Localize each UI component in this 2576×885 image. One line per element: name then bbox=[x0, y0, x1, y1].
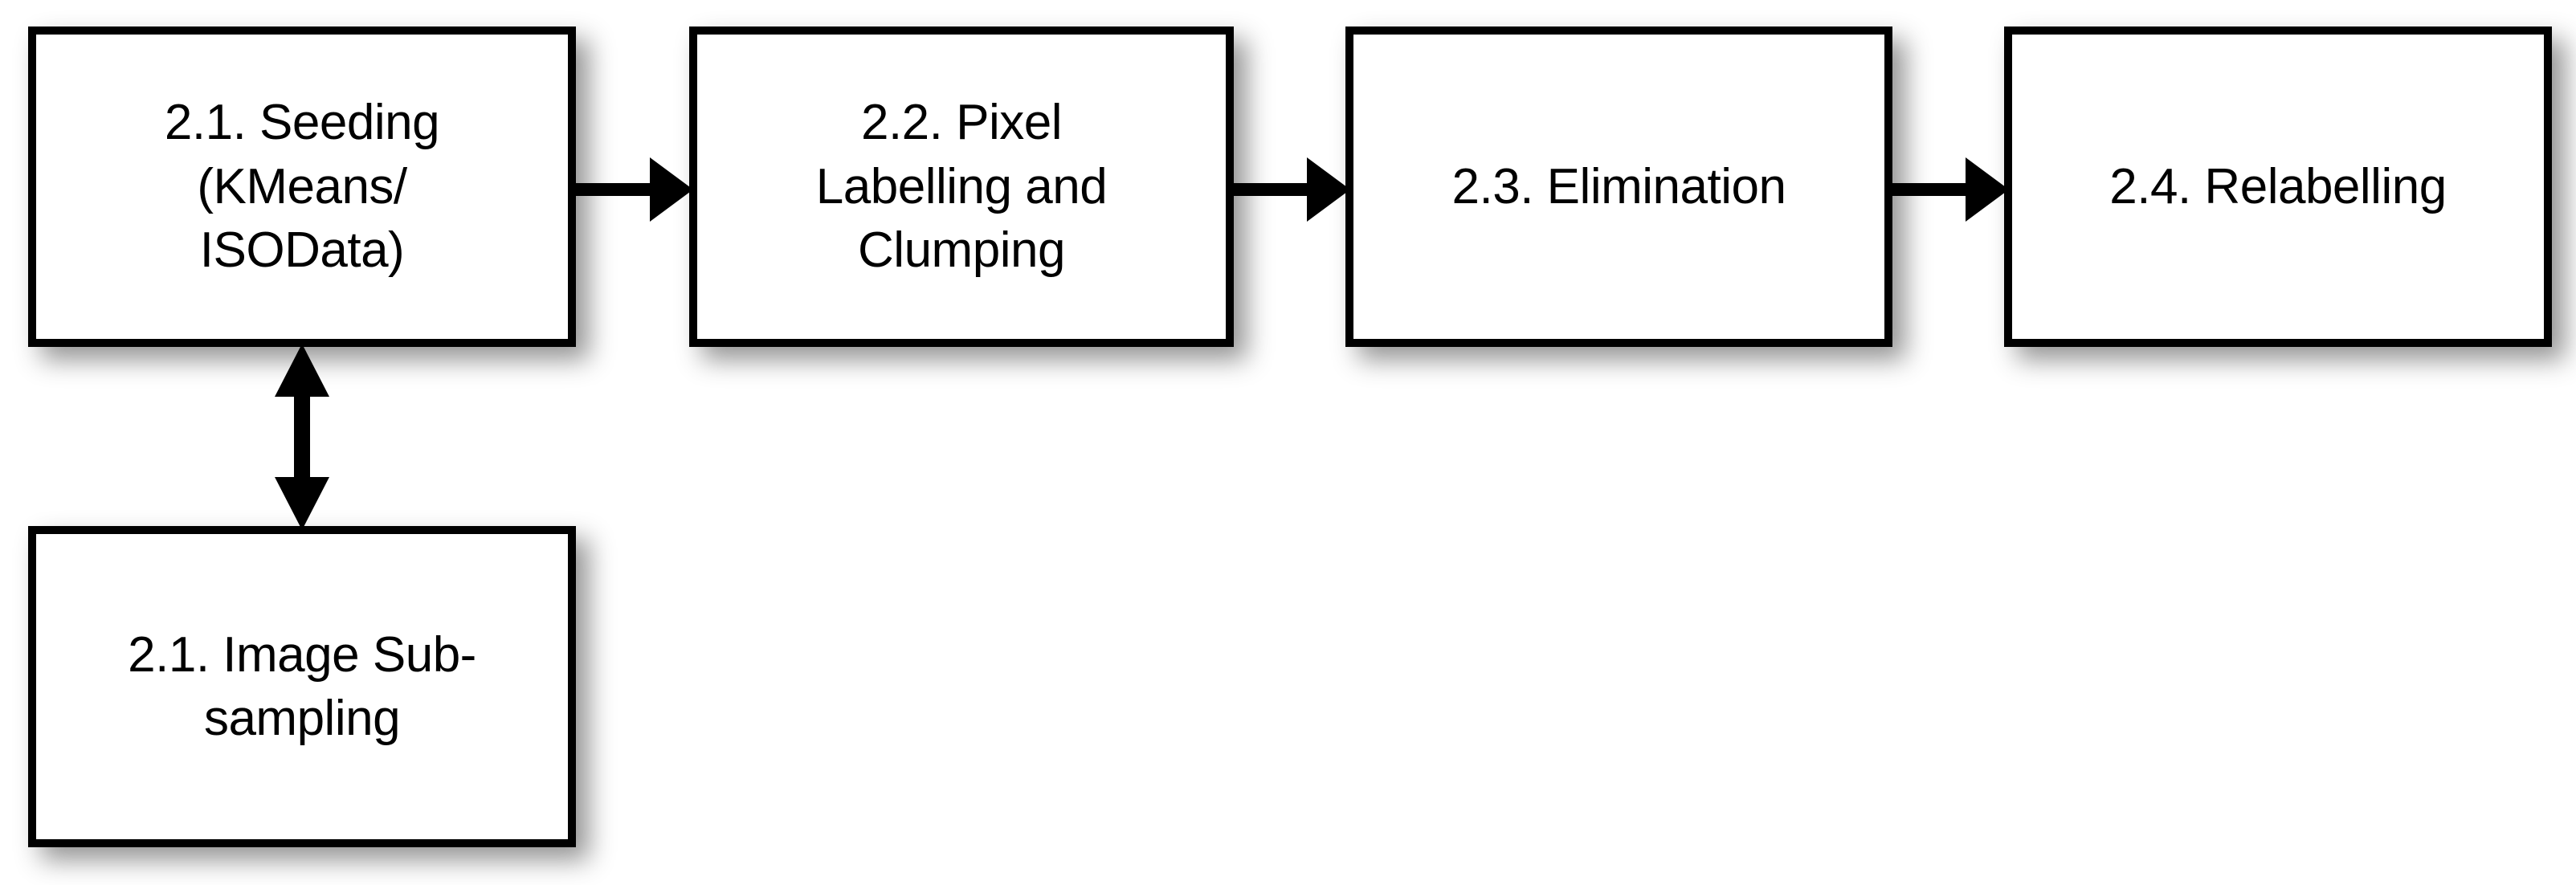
arrow-right-icon-labelling-to-elimination bbox=[1230, 153, 1350, 226]
node-image-sub-sampling[interactable]: 2.1. Image Sub- sampling bbox=[28, 526, 576, 847]
node-seeding[interactable]: 2.1. Seeding (KMeans/ ISOData) bbox=[28, 27, 576, 347]
node-pixel-labelling-and-clumping[interactable]: 2.2. Pixel Labelling and Clumping bbox=[689, 27, 1234, 347]
node-relabelling[interactable]: 2.4. Relabelling bbox=[2004, 27, 2552, 347]
arrow-right-icon-seeding-to-labelling bbox=[573, 153, 693, 226]
node-image-sub-sampling-label: 2.1. Image Sub- sampling bbox=[128, 626, 476, 746]
arrow-right-icon-elimination-to-relabelling bbox=[1888, 153, 2009, 226]
node-elimination[interactable]: 2.3. Elimination bbox=[1345, 27, 1892, 347]
node-seeding-label: 2.1. Seeding (KMeans/ ISOData) bbox=[164, 95, 440, 279]
arrow-double-vertical-icon-seeding-subsampling bbox=[265, 344, 339, 530]
node-elimination-label: 2.3. Elimination bbox=[1451, 158, 1786, 214]
node-relabelling-label: 2.4. Relabelling bbox=[2109, 158, 2447, 214]
node-pixel-labelling-and-clumping-label: 2.2. Pixel Labelling and Clumping bbox=[815, 95, 1108, 279]
